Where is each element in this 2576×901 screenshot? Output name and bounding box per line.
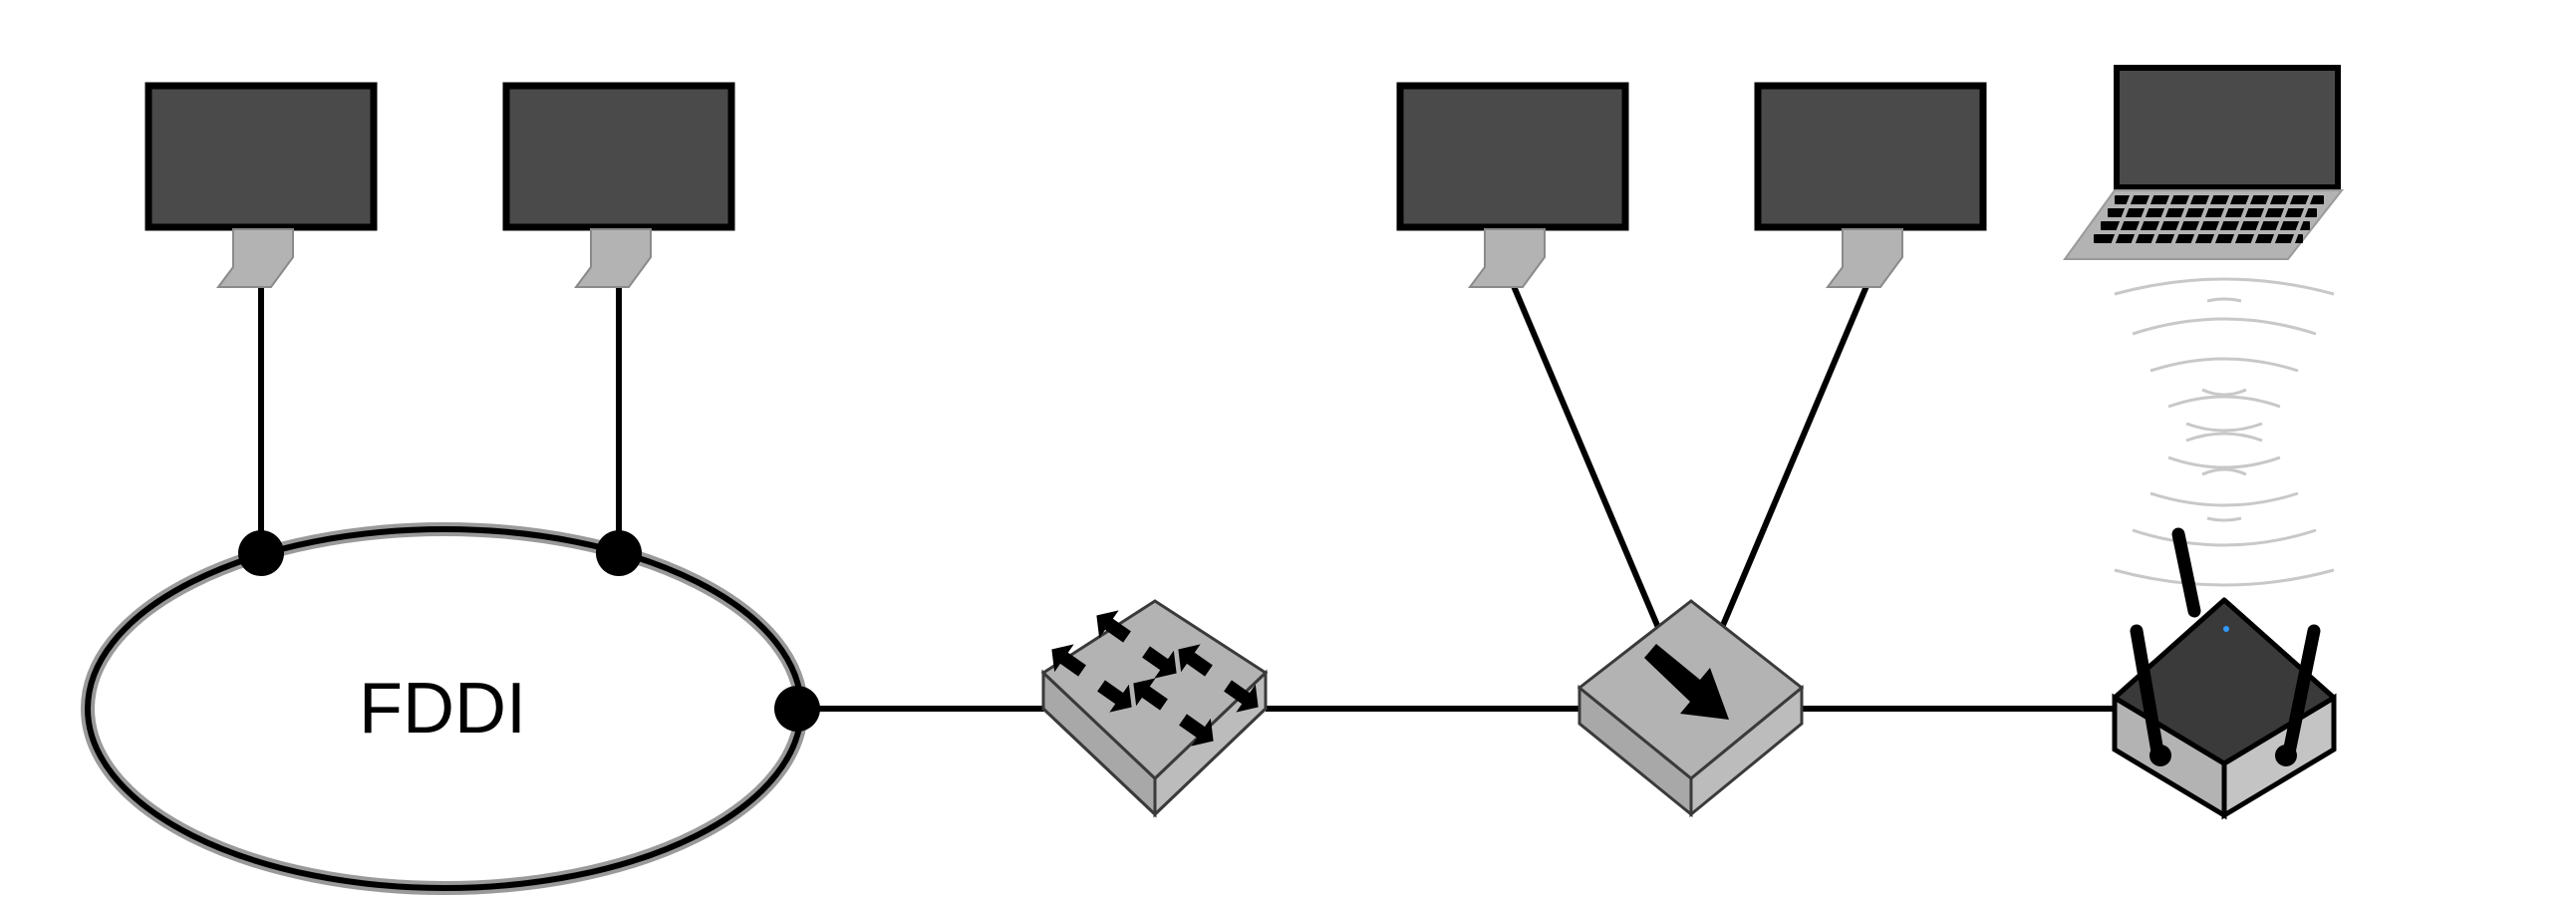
ring-port-pc1 xyxy=(238,530,284,576)
link-pc4-router xyxy=(1718,277,1872,632)
laptop-icon xyxy=(2063,65,2345,260)
network-switch-icon xyxy=(1040,599,1269,818)
link-pc3-router xyxy=(1508,277,1662,632)
router-icon xyxy=(1576,599,1805,818)
status-led-icon xyxy=(2223,626,2229,632)
ring-port-pc2 xyxy=(596,530,642,576)
desktop-computer-icon xyxy=(1758,86,1983,287)
antenna-icon xyxy=(2171,527,2201,618)
fddi-ring-label: FDDI xyxy=(359,669,526,749)
links xyxy=(258,277,2119,712)
router-arrow-icon xyxy=(1644,644,1729,720)
desktop-computer-icon xyxy=(1400,86,1625,287)
fddi-ring: FDDI xyxy=(81,522,820,895)
desktop-computer-icon xyxy=(506,86,731,287)
wireless-signal-icon xyxy=(2114,277,2335,587)
ring-port-switch xyxy=(774,686,820,732)
desktop-computer-icon xyxy=(148,86,374,287)
antenna-icon xyxy=(2281,624,2321,764)
antenna-icon xyxy=(2130,624,2165,764)
wireless-access-point-icon xyxy=(2112,527,2337,820)
